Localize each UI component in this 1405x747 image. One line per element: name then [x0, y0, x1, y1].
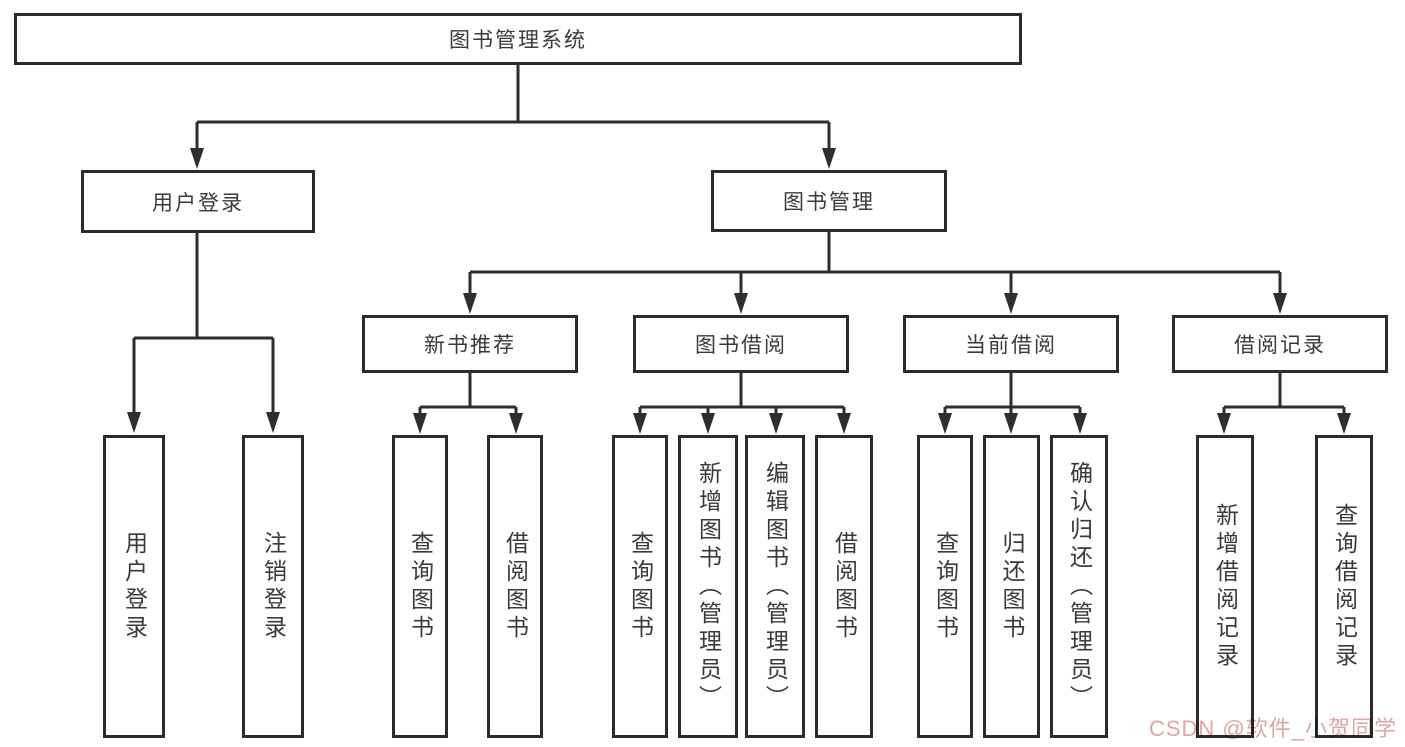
connector-book-borrow-branch: [638, 373, 846, 414]
leaf-logout: 注销登录: [242, 435, 304, 738]
node-label: 归还图书: [999, 530, 1025, 643]
node-user-login: 用户登录: [81, 170, 315, 233]
node-label: 图书借阅: [695, 334, 787, 357]
node-label: 查询图书: [407, 530, 434, 643]
node-label: 查询图书: [932, 530, 959, 643]
leaf-borrow-books: 借阅图书: [487, 435, 543, 738]
connector-book-mgmt-branch: [468, 232, 1282, 295]
node-label: 图书管理: [783, 191, 875, 214]
node-book-management: 图书管理: [711, 170, 947, 232]
node-label: 用户登录: [152, 191, 244, 215]
node-label: 注销登录: [260, 530, 287, 643]
node-label: 编辑图书（管理员）: [762, 460, 789, 713]
leaf-add-borrow-record: 新增借阅记录: [1196, 435, 1254, 738]
connector-current-borrow-branch: [943, 373, 1082, 414]
node-label: 新书推荐: [424, 334, 516, 357]
arrowheads: [127, 148, 1351, 434]
leaf-return-books: 归还图书: [983, 435, 1040, 738]
connector-borrow-record-branch: [1222, 373, 1346, 414]
node-label: 确认归还（管理员）: [1066, 460, 1093, 713]
node-label: 用户登录: [121, 530, 148, 643]
leaf-confirm-return-admin: 确认归还（管理员）: [1050, 435, 1108, 738]
node-book-management-system: 图书管理系统: [14, 13, 1022, 65]
node-label: 新增图书（管理员）: [695, 460, 722, 713]
node-current-borrow: 当前借阅: [903, 315, 1119, 373]
leaf-borrow-books: 借阅图书: [815, 435, 873, 738]
node-label: 借阅图书: [502, 530, 529, 643]
node-borrow-records: 借阅记录: [1172, 315, 1388, 373]
node-label: 查询借阅记录: [1331, 502, 1358, 671]
leaf-query-books: 查询图书: [392, 435, 448, 738]
node-book-borrow: 图书借阅: [633, 315, 849, 373]
connector-root-to-level2: [195, 65, 831, 150]
leaf-edit-books-admin: 编辑图书（管理员）: [745, 435, 805, 738]
leaf-query-books: 查询图书: [612, 435, 668, 738]
node-label: 图书管理系统: [449, 29, 587, 52]
node-label: 借阅记录: [1234, 334, 1326, 357]
node-label: 借阅图书: [831, 530, 858, 643]
node-label: 当前借阅: [965, 334, 1057, 357]
node-new-book-recommend: 新书推荐: [362, 315, 578, 373]
leaf-query-books: 查询图书: [917, 435, 973, 738]
node-label: 查询图书: [627, 530, 654, 643]
connector-new-book-branch: [418, 373, 518, 414]
csdn-watermark: CSDN @软件_小贺同学: [1148, 716, 1397, 741]
connector-user-login-branch: [132, 232, 275, 414]
leaf-add-books-admin: 新增图书（管理员）: [678, 435, 738, 738]
node-label: 新增借阅记录: [1212, 502, 1239, 671]
leaf-user-login: 用户登录: [103, 435, 165, 738]
leaf-query-borrow-record: 查询借阅记录: [1315, 435, 1373, 738]
